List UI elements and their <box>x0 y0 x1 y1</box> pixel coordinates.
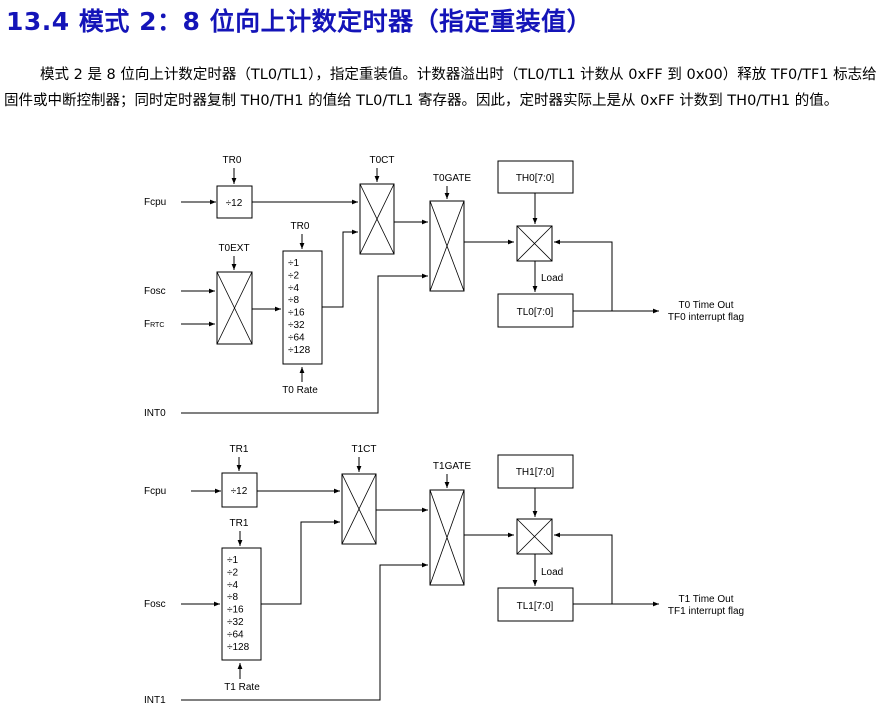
int0-label: INT0 <box>144 408 166 419</box>
t0gate-label: T0GATE <box>433 173 471 184</box>
frtc-label: FRTC <box>144 319 164 330</box>
t0-load-label: Load <box>541 273 563 284</box>
int1-wire <box>181 562 428 701</box>
div12-box <box>216 185 253 219</box>
t1-load-label: Load <box>541 567 563 578</box>
tl1-label: TL1[7:0] <box>517 601 554 612</box>
prescaler-item: ÷64 <box>288 332 305 343</box>
t0ct-mux-cross2 <box>359 183 395 255</box>
prescaler1-list: ÷1÷2 ÷4÷8 ÷16÷32÷64 ÷128 <box>227 555 250 653</box>
prescaler1-out-wire <box>261 519 340 605</box>
t1-timeout-label: T1 Time Out <box>678 594 733 605</box>
t0gate-mux-cross2 <box>429 200 465 292</box>
div12-label: ÷12 <box>226 198 243 209</box>
th1-label: TH1[7:0] <box>516 467 555 478</box>
paragraph: 模式 2 是 8 位向上计数定时器（TL0/TL1），指定重装值。计数器溢出时（… <box>4 67 877 109</box>
timer0-diagram: TR0 Fcpu ÷12 T0CT T0EXT Fosc FRTC TR0 ÷1… <box>144 155 744 419</box>
prescaler1-box <box>221 547 262 661</box>
prescaler-list: ÷1÷2 ÷4÷8 ÷16÷32÷64 ÷128 <box>288 258 311 356</box>
prescaler1-item: ÷1 <box>227 555 238 566</box>
prescaler-item: ÷32 <box>288 320 305 331</box>
t0ct-label: T0CT <box>370 155 395 166</box>
tr0-label: TR0 <box>223 155 242 166</box>
div12-1-label: ÷12 <box>231 486 248 497</box>
tl0-label: TL0[7:0] <box>517 307 554 318</box>
prescaler1-item: ÷4 <box>227 580 238 591</box>
section-heading: 13.4 模式 2：8 位向上计数定时器（指定重装值） <box>6 7 593 36</box>
div12-1-box <box>221 472 258 508</box>
th0-register <box>497 160 574 194</box>
tr1-label: TR1 <box>230 444 249 455</box>
prescaler-item: ÷8 <box>288 295 299 306</box>
prescaler-item: ÷1 <box>288 258 299 269</box>
prescaler-item: ÷16 <box>288 308 305 319</box>
int1-label: INT1 <box>144 695 166 706</box>
fcpu-label: Fcpu <box>144 197 166 208</box>
t1ct-label: T1CT <box>352 444 377 455</box>
t1-load-mux-cross2 <box>516 518 553 555</box>
tf0-flag-label: TF0 interrupt flag <box>668 312 744 323</box>
th0-label: TH0[7:0] <box>516 173 555 184</box>
fcpu1-label: Fcpu <box>144 486 166 497</box>
t1-feedback-wire <box>554 532 613 604</box>
prescaler1-item: ÷32 <box>227 617 244 628</box>
prescaler1-item: ÷128 <box>227 642 250 653</box>
fosc-label: Fosc <box>144 286 166 297</box>
t0ext-mux-cross2 <box>216 271 253 345</box>
t1rate-label: T1 Rate <box>224 682 260 693</box>
th1-register <box>497 454 574 489</box>
prescaler1-item: ÷2 <box>227 567 238 578</box>
tf1-flag-label: TF1 interrupt flag <box>668 606 744 617</box>
t0-load-mux-cross2 <box>516 225 553 262</box>
prescaler-item: ÷4 <box>288 283 299 294</box>
tl0-register <box>497 293 574 328</box>
tr0-mid-label: TR0 <box>291 221 310 232</box>
t1ct-mux-cross2 <box>341 473 377 545</box>
prescaler1-item: ÷8 <box>227 592 238 603</box>
prescaler-out-wire <box>322 229 358 308</box>
prescaler-box <box>282 250 323 365</box>
t0-timeout-label: T0 Time Out <box>678 300 733 311</box>
tr1-mid-label: TR1 <box>230 518 249 529</box>
prescaler1-item: ÷16 <box>227 605 244 616</box>
timer1-diagram: TR1 Fcpu ÷12 T1CT TR1 ÷1÷2÷4÷8÷16÷32÷64÷… <box>144 444 744 706</box>
int0-wire <box>181 273 428 414</box>
prescaler-item: ÷2 <box>288 270 299 281</box>
t0rate-label: T0 Rate <box>282 385 318 396</box>
prescaler1-item: ÷64 <box>227 629 244 640</box>
fosc1-label: Fosc <box>144 599 166 610</box>
prescaler-item: ÷128 <box>288 345 311 356</box>
tl1-register <box>497 587 574 622</box>
t1gate-mux-cross2 <box>429 489 465 586</box>
body-text: 模式 2 是 8 位向上计数定时器（TL0/TL1），指定重装值。计数器溢出时（… <box>4 62 884 114</box>
t0ext-label: T0EXT <box>218 243 249 254</box>
t1gate-label: T1GATE <box>433 461 471 472</box>
t0-feedback-wire <box>554 239 613 311</box>
